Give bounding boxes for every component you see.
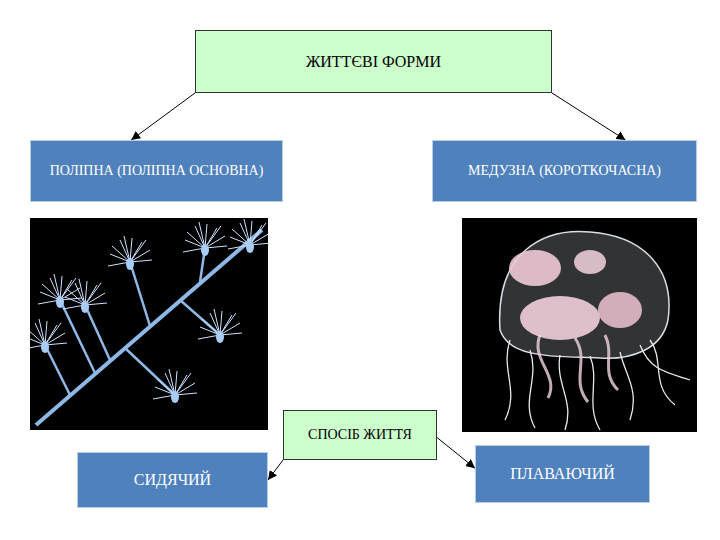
polyp: [108, 236, 152, 270]
jellyfish-gonad: [509, 250, 561, 286]
polyp: [153, 369, 197, 403]
mode-box: ПЛАВАЮЧИЙ: [475, 445, 650, 503]
polyp: [183, 222, 227, 256]
box-text: СПОСІБ ЖИТТЯ: [308, 427, 412, 444]
jellyfish-bell: [500, 232, 669, 359]
photo-ground: [462, 218, 697, 432]
jellyfish-gonad: [574, 250, 606, 274]
box-text: ЖИТТЄВІ ФОРМИ: [306, 52, 441, 71]
polyp: [228, 219, 268, 253]
form-box: ПОЛІПНА (ПОЛІПНА ОСНОВНА): [30, 140, 283, 202]
polyp-photo: [30, 218, 268, 430]
mode-box: СИДЯЧИЙ: [77, 452, 268, 508]
jellyfish-arm: [538, 335, 618, 402]
category-box: ЖИТТЄВІ ФОРМИ: [195, 30, 552, 93]
polyp: [30, 319, 67, 353]
polyp-stem: [36, 230, 262, 425]
category-box: СПОСІБ ЖИТТЯ: [283, 410, 437, 460]
jellyfish-tentacle: [505, 340, 690, 430]
jellyfish-gonad: [598, 292, 642, 328]
jellyfish-photo: [462, 218, 697, 432]
box-text: ПОЛІПНА (ПОЛІПНА ОСНОВНА): [50, 163, 264, 180]
polyp-branch: [45, 248, 220, 395]
connector-arrow: [437, 438, 475, 469]
jellyfish-gonad: [520, 296, 600, 340]
connector-arrow: [131, 93, 195, 140]
box-text: СИДЯЧИЙ: [134, 470, 211, 489]
connector-arrow: [268, 460, 283, 480]
polyp: [198, 309, 242, 343]
box-text: ПЛАВАЮЧИЙ: [510, 464, 615, 483]
photo-ground: [30, 218, 268, 430]
connector-arrow: [552, 93, 625, 140]
form-box: МЕДУЗНА (КОРОТКОЧАСНА): [432, 140, 697, 202]
polyp: [38, 274, 82, 308]
box-text: МЕДУЗНА (КОРОТКОЧАСНА): [468, 163, 661, 180]
